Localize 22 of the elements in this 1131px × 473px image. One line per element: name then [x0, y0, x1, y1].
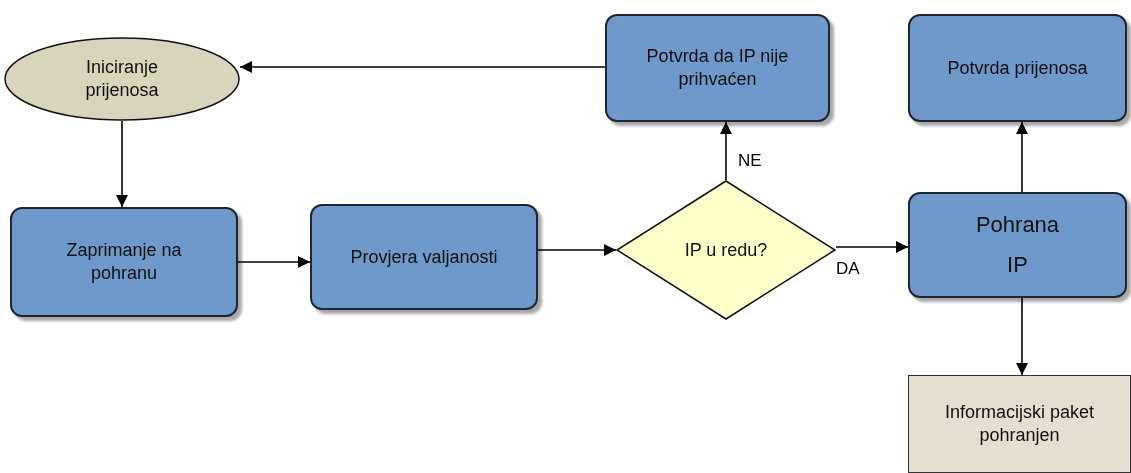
node-label: IP u redu? [683, 238, 769, 262]
node-label: Zaprimanje na pohranu [65, 239, 183, 285]
arrow [237, 256, 311, 268]
node-label: Provjera valjanosti [349, 245, 499, 269]
node-label: Potvrda prijenosa [946, 56, 1089, 80]
arrow [720, 121, 732, 181]
process-box [908, 14, 1127, 122]
arrow [116, 120, 128, 208]
node-label: Pohrana IP [974, 211, 1061, 279]
node-label: Potvrda da IP nije prihvaćen [645, 45, 790, 91]
process-box [908, 192, 1127, 298]
node-label: Iniciranje prijenosa [84, 56, 160, 102]
arrow [1016, 297, 1028, 376]
process-box [605, 14, 830, 122]
process-box [10, 207, 238, 317]
result-box [908, 375, 1131, 473]
arrow [239, 61, 606, 73]
node-label: Informacijski paket pohranjen [943, 401, 1096, 447]
arrow [1016, 121, 1028, 193]
arrow [537, 244, 617, 256]
process-box [310, 204, 538, 310]
arrow [835, 241, 909, 253]
